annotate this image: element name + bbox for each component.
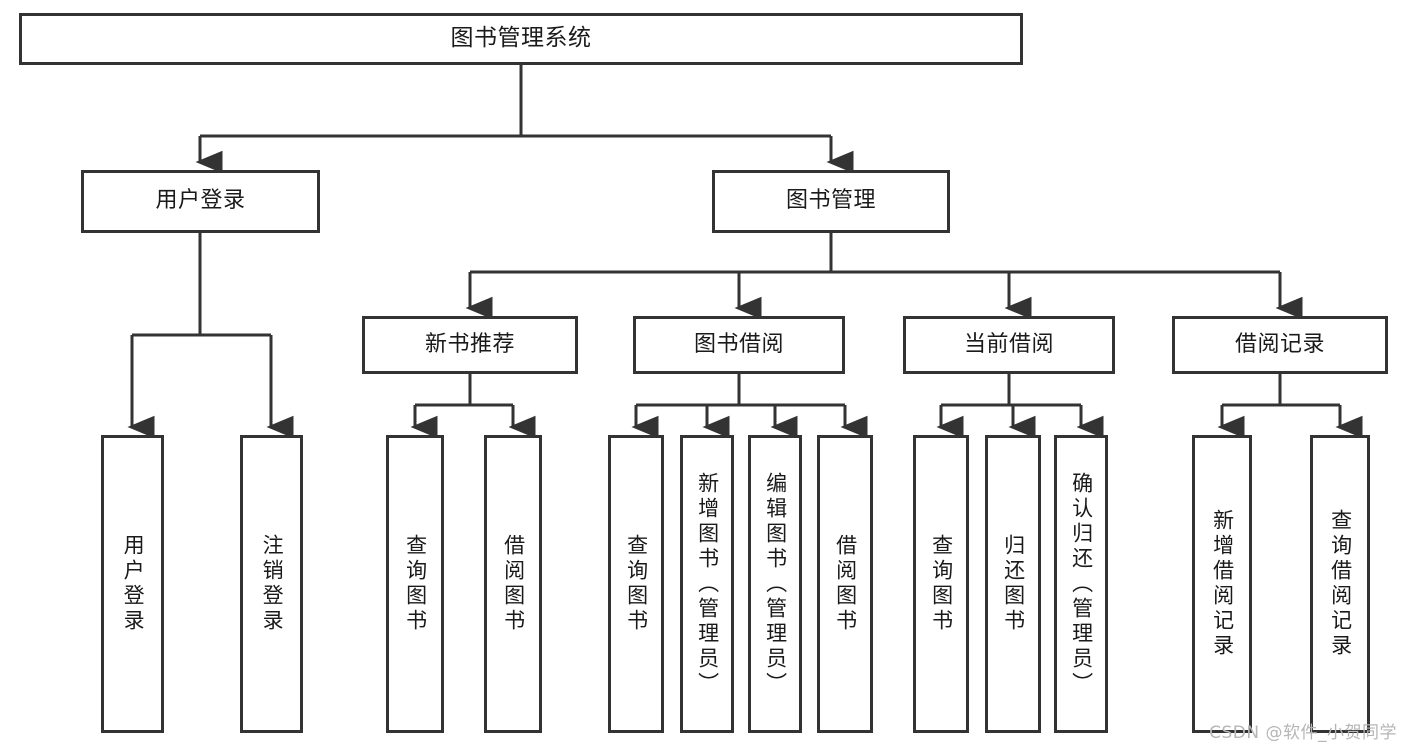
- node-label: 查询图书: [403, 534, 428, 634]
- node-label: 借阅图书: [501, 534, 526, 634]
- node-label: 用户登录: [121, 534, 146, 634]
- node-label: 注销登录: [260, 534, 285, 634]
- node-book-manage[interactable]: 图书管理: [712, 170, 950, 233]
- node-label: 确认归还（管理员）: [1069, 471, 1094, 697]
- node-label: 编辑图书（管理员）: [763, 471, 788, 697]
- node-label: 查询图书: [624, 534, 649, 634]
- node-label: 归还图书: [1001, 534, 1026, 634]
- node-label: 当前借阅: [963, 331, 1054, 357]
- node-root-system[interactable]: 图书管理系统: [19, 13, 1023, 65]
- node-label: 新增借阅记录: [1210, 509, 1235, 659]
- leaf-return-book[interactable]: 归还图书: [985, 435, 1041, 733]
- node-label: 图书管理: [785, 188, 876, 214]
- node-label: 查询图书: [929, 534, 954, 634]
- node-label: 借阅记录: [1234, 331, 1325, 357]
- leaf-query-book-borrow[interactable]: 查询图书: [608, 435, 664, 733]
- node-borrow-record[interactable]: 借阅记录: [1172, 316, 1388, 374]
- leaf-logout[interactable]: 注销登录: [240, 435, 303, 733]
- node-label: 查询借阅记录: [1328, 509, 1353, 659]
- node-label: 用户登录: [155, 188, 246, 214]
- node-label: 图书管理系统: [450, 25, 592, 52]
- leaf-query-borrow-record[interactable]: 查询借阅记录: [1310, 435, 1370, 733]
- leaf-add-book-admin[interactable]: 新增图书（管理员）: [680, 435, 734, 733]
- leaf-borrow-book-recommend[interactable]: 借阅图书: [484, 435, 542, 733]
- leaf-borrow-book[interactable]: 借阅图书: [817, 435, 873, 733]
- node-label: 图书借阅: [693, 331, 784, 357]
- node-current-borrow[interactable]: 当前借阅: [903, 316, 1115, 374]
- leaf-confirm-return-admin[interactable]: 确认归还（管理员）: [1054, 435, 1108, 733]
- leaf-query-book-recommend[interactable]: 查询图书: [386, 435, 444, 733]
- node-label: 借阅图书: [833, 534, 858, 634]
- leaf-query-book-current[interactable]: 查询图书: [913, 435, 969, 733]
- node-new-book-recommend[interactable]: 新书推荐: [362, 316, 578, 374]
- node-label: 新书推荐: [424, 331, 515, 357]
- leaf-user-login[interactable]: 用户登录: [101, 435, 164, 733]
- leaf-edit-book-admin[interactable]: 编辑图书（管理员）: [748, 435, 802, 733]
- node-book-borrow[interactable]: 图书借阅: [633, 316, 845, 374]
- node-label: 新增图书（管理员）: [695, 471, 720, 697]
- leaf-add-borrow-record[interactable]: 新增借阅记录: [1192, 435, 1252, 733]
- node-user-login[interactable]: 用户登录: [81, 170, 320, 233]
